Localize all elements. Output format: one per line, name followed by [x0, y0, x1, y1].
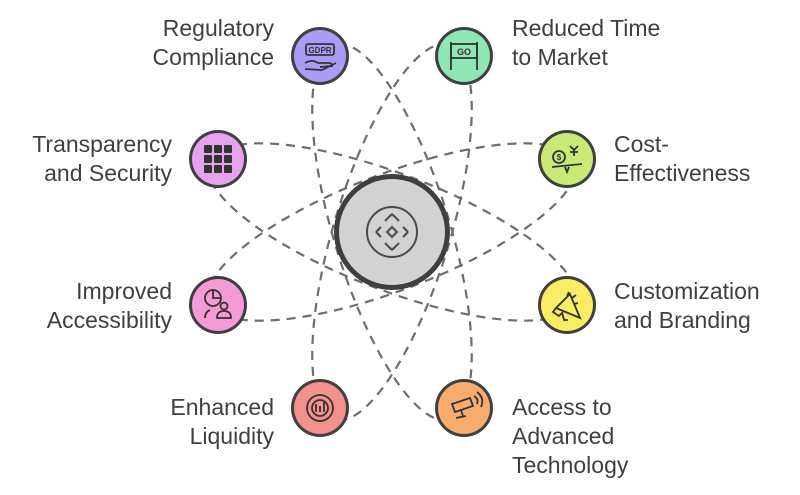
- svg-text:GDPR: GDPR: [308, 46, 331, 55]
- megaphone-icon: [551, 291, 582, 321]
- label-line: Improved: [76, 278, 172, 304]
- label-line: Customization: [614, 278, 760, 304]
- node-cost: $: [538, 130, 596, 188]
- label-access-to-advanced-technology: Access to Advanced Technology: [512, 393, 628, 480]
- gdpr-hand-icon: GDPR: [304, 43, 337, 71]
- label-line: Cost-: [614, 131, 669, 157]
- security-camera-icon: [450, 391, 484, 419]
- label-line: Transparency: [32, 131, 172, 157]
- label-line: Advanced: [512, 423, 615, 449]
- label-line: Enhanced: [170, 394, 274, 420]
- label-regulatory-compliance: Regulatory Compliance: [153, 14, 274, 72]
- binance-logo-icon: [366, 206, 418, 258]
- label-line: to Market: [512, 44, 608, 70]
- node-transparency: [189, 130, 247, 188]
- svg-text:$: $: [557, 153, 562, 162]
- label-improved-accessibility: Improved Accessibility: [47, 277, 172, 335]
- node-liquidity: [291, 379, 349, 437]
- label-line: Effectiveness: [614, 160, 751, 186]
- svg-text:GO: GO: [457, 47, 471, 57]
- node-regulatory: GDPR: [291, 27, 349, 85]
- label-line: Accessibility: [46, 307, 172, 333]
- label-reduced-time-to-market: Reduced Time to Market: [512, 14, 660, 72]
- node-accessibility: [189, 276, 247, 334]
- label-enhanced-liquidity: Enhanced Liquidity: [170, 393, 274, 451]
- go-sign-icon: GO: [450, 42, 478, 70]
- label-line: Access to: [512, 394, 612, 420]
- label-cost-effectiveness: Cost- Effectiveness: [614, 130, 750, 188]
- label-customization-and-branding: Customization and Branding: [614, 277, 760, 335]
- label-transparency-and-security: Transparency and Security: [32, 130, 172, 188]
- label-line: Technology: [512, 452, 629, 478]
- node-technology: [435, 379, 493, 437]
- node-reduced-time: GO: [435, 27, 493, 85]
- pie-chart-user-icon: [204, 289, 232, 319]
- node-customization: [538, 276, 596, 334]
- label-line: and Security: [44, 160, 172, 186]
- money-scale-icon: $: [551, 145, 583, 175]
- label-line: Reduced Time: [512, 15, 661, 41]
- label-line: Compliance: [152, 44, 274, 70]
- coin-chart-icon: [306, 394, 334, 422]
- label-line: Liquidity: [189, 423, 274, 449]
- center-node: [334, 174, 450, 290]
- solar-panel-grid-icon: [204, 145, 232, 173]
- label-line: and Branding: [614, 307, 751, 333]
- label-line: Regulatory: [162, 15, 274, 41]
